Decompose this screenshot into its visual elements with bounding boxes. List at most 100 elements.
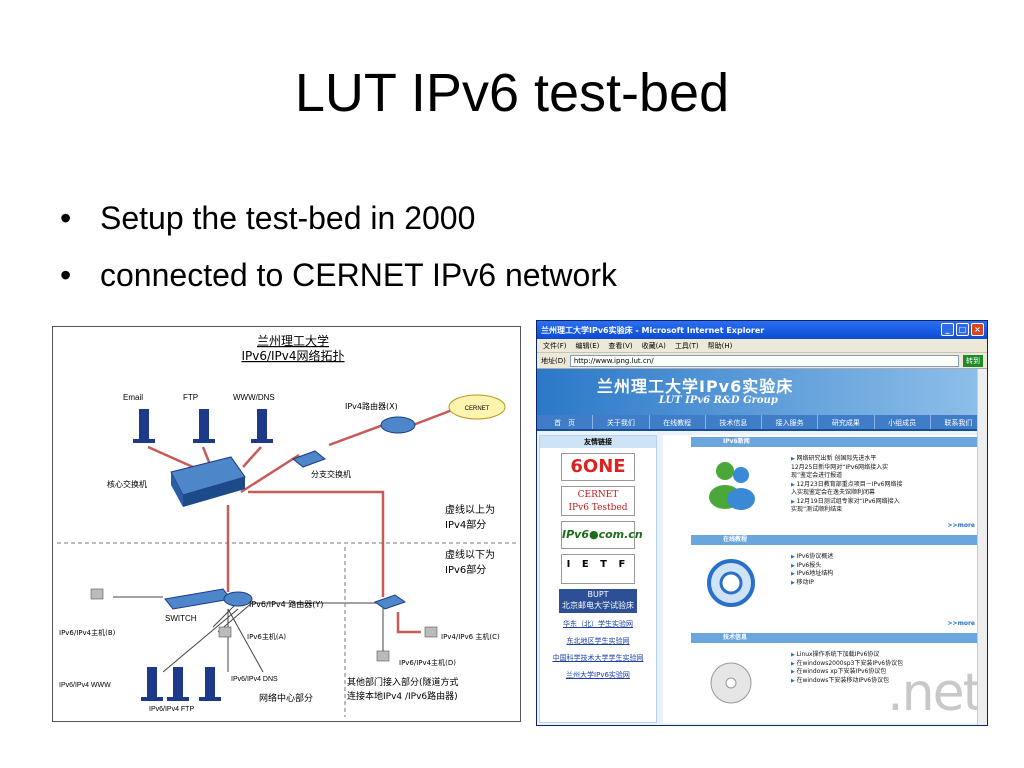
friend-links-title: 友情链接 (540, 436, 656, 448)
maximize-icon[interactable]: □ (956, 323, 969, 336)
address-bar: 地址(D) http://www.ipng.lut.cn/ 转到 (537, 353, 987, 369)
side-link[interactable]: 中国科学技术大学学生实验网 (552, 654, 644, 662)
other-dept-label-2: 连接本地IPv4 /IPv6路由器) (347, 690, 458, 702)
url-input[interactable]: http://www.ipng.lut.cn/ (569, 354, 959, 367)
tech-item[interactable]: 在windows下安装移动IPv6协议包 (791, 677, 987, 686)
news-item[interactable]: 现”鉴定会进行报道 (791, 472, 843, 479)
tutorial-item[interactable]: 移动IP (791, 579, 987, 588)
main-content: IPv6新闻 网络研究出新 创国际先进水平 12月25日新华网对“IPv6网络接… (663, 435, 987, 723)
tutorial-title: 在线教程 (691, 535, 977, 545)
news-item[interactable]: 入实现鉴定会在逸夫馆顺利闭幕 (791, 489, 876, 496)
ftp-bottom-label: IPv6/IPv4 FTP (149, 706, 194, 713)
cernet-logo-line1: CERNET (577, 490, 619, 500)
news-item[interactable]: 网络研究出新 创国际先进水平 (791, 455, 987, 464)
menu-help[interactable]: 帮助(H) (707, 342, 733, 350)
tutorial-section: 在线教程 IPv6协议概述 IPv6报头 IPv6地址结构 移动IP >>mor… (663, 535, 987, 631)
nav-about[interactable]: 关于我们 (593, 415, 650, 429)
tutorial-item[interactable]: IPv6报头 (791, 562, 987, 571)
menu-file[interactable]: 文件(F) (543, 342, 567, 350)
news-item[interactable]: 12月23日教育部重点项目－IPv6网络接 (791, 481, 987, 490)
close-icon[interactable]: × (971, 323, 984, 336)
ipv4-router-label: IPv4路由器(X) (345, 401, 398, 411)
tech-item[interactable]: 在windows2000sp3下安装IPv6协议包 (791, 660, 987, 669)
bupt-logo-line2: 北京邮电大学试验床 (562, 601, 634, 610)
tutorial-list: IPv6协议概述 IPv6报头 IPv6地址结构 移动IP (791, 553, 987, 587)
ipv6-part-label: IPv6部分 (445, 563, 486, 576)
nav-home[interactable]: 首 页 (537, 415, 594, 429)
browser-title: 兰州理工大学IPv6实验床 - Microsoft Internet Explo… (541, 326, 765, 335)
browser-menubar: 文件(F) 编辑(E) 查看(V) 收藏(A) 工具(T) 帮助(H) (537, 339, 987, 353)
quicktime-icon (707, 559, 755, 607)
ietf-logo-text: I E T F (566, 559, 630, 570)
above-line-label: 虚线以上为 (445, 503, 495, 516)
ietf-logo[interactable]: I E T F (561, 554, 635, 584)
bupt-logo-line1: BUPT (587, 590, 609, 599)
browser-window: 兰州理工大学IPv6实验床 - Microsoft Internet Explo… (536, 320, 988, 726)
go-button[interactable]: 转到 (963, 354, 983, 367)
bupt-logo[interactable]: BUPT 北京邮电大学试验床 (559, 589, 637, 613)
site-subtitle: LUT IPv6 R&D Group (659, 395, 778, 406)
tech-item[interactable]: 在windows xp下安装IPv6协议包 (791, 668, 987, 677)
net-watermark: .net (887, 663, 983, 723)
ipv6com-logo[interactable]: IPv6●com.cn (561, 521, 643, 549)
news-section: IPv6新闻 网络研究出新 创国际先进水平 12月25日新华网对“IPv6网络接… (663, 437, 987, 533)
bullet-item: Setup the test-bed in 2000 (60, 190, 617, 247)
menu-view[interactable]: 查看(V) (608, 342, 633, 350)
minimize-icon[interactable]: _ (941, 323, 954, 336)
ftp-label: FTP (183, 393, 198, 402)
topology-diagram: 兰州理工大学 IPv6/IPv4网络拓扑 (52, 326, 521, 722)
host-c-label: IPv4/IPv6 主机(C) (441, 632, 500, 641)
nav-access[interactable]: 接入服务 (762, 415, 819, 429)
bullet-item: connected to CERNET IPv6 network (60, 247, 617, 304)
ipv4-router-icon (380, 416, 416, 434)
bullet-list: Setup the test-bed in 2000 connected to … (60, 190, 617, 304)
tutorial-more-link[interactable]: >>more (947, 620, 975, 627)
dns-label: IPv6/IPv4 DNS (231, 676, 278, 683)
side-link[interactable]: 华东（北）学生实验网 (563, 620, 633, 628)
below-line-label: 虚线以下为 (445, 548, 495, 561)
core-switch-label: 核心交换机 (107, 479, 147, 489)
nav-research[interactable]: 研究成果 (818, 415, 875, 429)
tutorial-item[interactable]: IPv6地址结构 (791, 570, 987, 579)
host-a-label: IPv6主机(A) (247, 632, 286, 641)
side-link[interactable]: 兰州大学IPv6实验网 (566, 671, 630, 679)
tutorial-item[interactable]: IPv6协议概述 (791, 553, 987, 562)
sixone-logo[interactable]: 6ONE (561, 453, 635, 481)
users-icon (709, 462, 755, 510)
news-item[interactable]: 实现”测试顺利结束 (791, 506, 843, 513)
other-dept-label-1: 其他部门接入部分(隧道方式 (347, 676, 459, 688)
branch-switch-label: 分支交换机 (311, 469, 351, 479)
branch-switch-icon (291, 450, 327, 468)
tech-item[interactable]: Linux操作系统下加载IPv6协议 (791, 651, 987, 660)
www-label: IPv6/IPv4 WWW (59, 682, 111, 689)
cernet-logo[interactable]: CERNET IPv6 Testbed (561, 486, 635, 516)
vertical-scrollbar[interactable] (977, 369, 987, 725)
tech-section: 技术信息 Linux操作系统下加载IPv6协议 在windows2000sp3下… (663, 633, 987, 725)
menu-edit[interactable]: 编辑(E) (575, 342, 600, 350)
news-item[interactable]: 12月25日新华网对“IPv6网络接入实 (791, 463, 889, 471)
address-label: 地址(D) (541, 356, 566, 365)
topology-subtitle: IPv6/IPv4网络拓扑 (241, 348, 344, 363)
disc-icon (710, 662, 752, 704)
host-d-label: IPv6/IPv4主机(D) (399, 658, 456, 667)
switch-icon (164, 588, 232, 610)
nav-members[interactable]: 小组成员 (875, 415, 931, 429)
news-title: IPv6新闻 (691, 437, 977, 447)
core-switch-icon (170, 456, 246, 507)
menu-favorites[interactable]: 收藏(A) (641, 342, 666, 350)
menu-tools[interactable]: 工具(T) (674, 342, 699, 350)
news-list: 网络研究出新 创国际先进水平 12月25日新华网对“IPv6网络接入实 现”鉴定… (791, 455, 987, 515)
nav-tutorial[interactable]: 在线教程 (650, 415, 706, 429)
switch-label: SWITCH (165, 614, 197, 623)
site-banner: 兰州理工大学IPv6实验床 LUT IPv6 R&D Group (537, 369, 987, 415)
site-body: 友情链接 6ONE CERNET IPv6 Testbed IPv6●com.c… (537, 431, 987, 725)
news-item[interactable]: 12月19日测试组专家对“IPv6网络接入 (791, 498, 987, 507)
news-more-link[interactable]: >>more (947, 522, 975, 529)
side-link[interactable]: 东北地区学生实验网 (566, 637, 630, 645)
nav-tech[interactable]: 技术信息 (706, 415, 762, 429)
site-nav: 首 页 关于我们 在线教程 技术信息 接入服务 研究成果 小组成员 联系我们 (537, 415, 987, 431)
topology-title: 兰州理工大学 (257, 333, 329, 348)
net-center-label: 网络中心部分 (259, 692, 313, 704)
dual-router-label: IPv6/IPv4 路由器(Y) (249, 599, 323, 609)
right-switch-icon (373, 594, 407, 610)
